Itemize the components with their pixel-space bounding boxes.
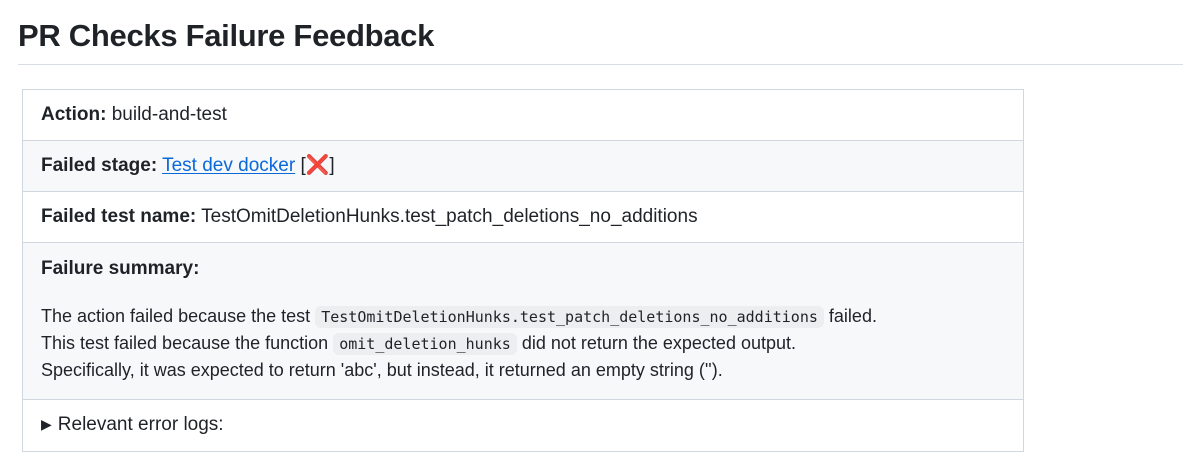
failure-summary-line-3: Specifically, it was expected to return … xyxy=(41,360,723,380)
summary-line2-code: omit_deletion_hunks xyxy=(333,333,517,355)
relevant-logs-toggle[interactable]: ▶ Relevant error logs: xyxy=(41,413,1005,437)
failure-summary-body: The action failed because the test TestO… xyxy=(41,303,1005,383)
failed-test-name-label: Failed test name: xyxy=(41,206,197,227)
table-row-failed-stage: Failed stage: Test dev docker [❌] xyxy=(23,141,1023,192)
bracket-close: ] xyxy=(329,155,335,176)
table-row-failed-test-name: Failed test name: TestOmitDeletionHunks.… xyxy=(23,192,1023,243)
summary-line1-part2: failed. xyxy=(828,306,877,326)
title-divider xyxy=(18,64,1183,65)
action-label: Action: xyxy=(41,104,107,125)
action-cell: Action: build-and-test xyxy=(41,103,1005,127)
failed-test-name-cell: Failed test name: TestOmitDeletionHunks.… xyxy=(41,205,1005,229)
action-value: build-and-test xyxy=(111,104,227,125)
table-row-action: Action: build-and-test xyxy=(23,90,1023,141)
table-row-relevant-logs[interactable]: ▶ Relevant error logs: xyxy=(23,400,1023,452)
summary-line1-code: TestOmitDeletionHunks.test_patch_deletio… xyxy=(315,306,824,328)
failure-summary-heading: Failure summary: xyxy=(41,258,200,279)
failure-feedback-table: Action: build-and-test Failed stage: Tes… xyxy=(22,89,1024,452)
table-row-failure-summary: Failure summary: The action failed becau… xyxy=(23,243,1023,400)
bracket-open: [ xyxy=(300,155,306,176)
failed-stage-link[interactable]: Test dev docker xyxy=(162,155,296,176)
summary-line1-part1: The action failed because the test xyxy=(41,306,311,326)
cross-mark-icon: ❌ xyxy=(305,155,330,176)
failure-summary-line-1: The action failed because the test TestO… xyxy=(41,303,1005,330)
failed-test-name-value: TestOmitDeletionHunks.test_patch_deletio… xyxy=(201,206,698,227)
relevant-logs-label: Relevant error logs: xyxy=(57,414,224,435)
summary-line2-part2: did not return the expected output. xyxy=(521,333,797,353)
failure-summary-line-2: This test failed because the function om… xyxy=(41,330,1005,357)
triangle-right-icon: ▶ xyxy=(41,416,52,432)
failed-stage-label: Failed stage: xyxy=(41,155,158,176)
summary-line2-part1: This test failed because the function xyxy=(41,333,329,353)
failed-stage-cell: Failed stage: Test dev docker [❌] xyxy=(41,154,1005,178)
page-title: PR Checks Failure Feedback xyxy=(18,18,435,53)
